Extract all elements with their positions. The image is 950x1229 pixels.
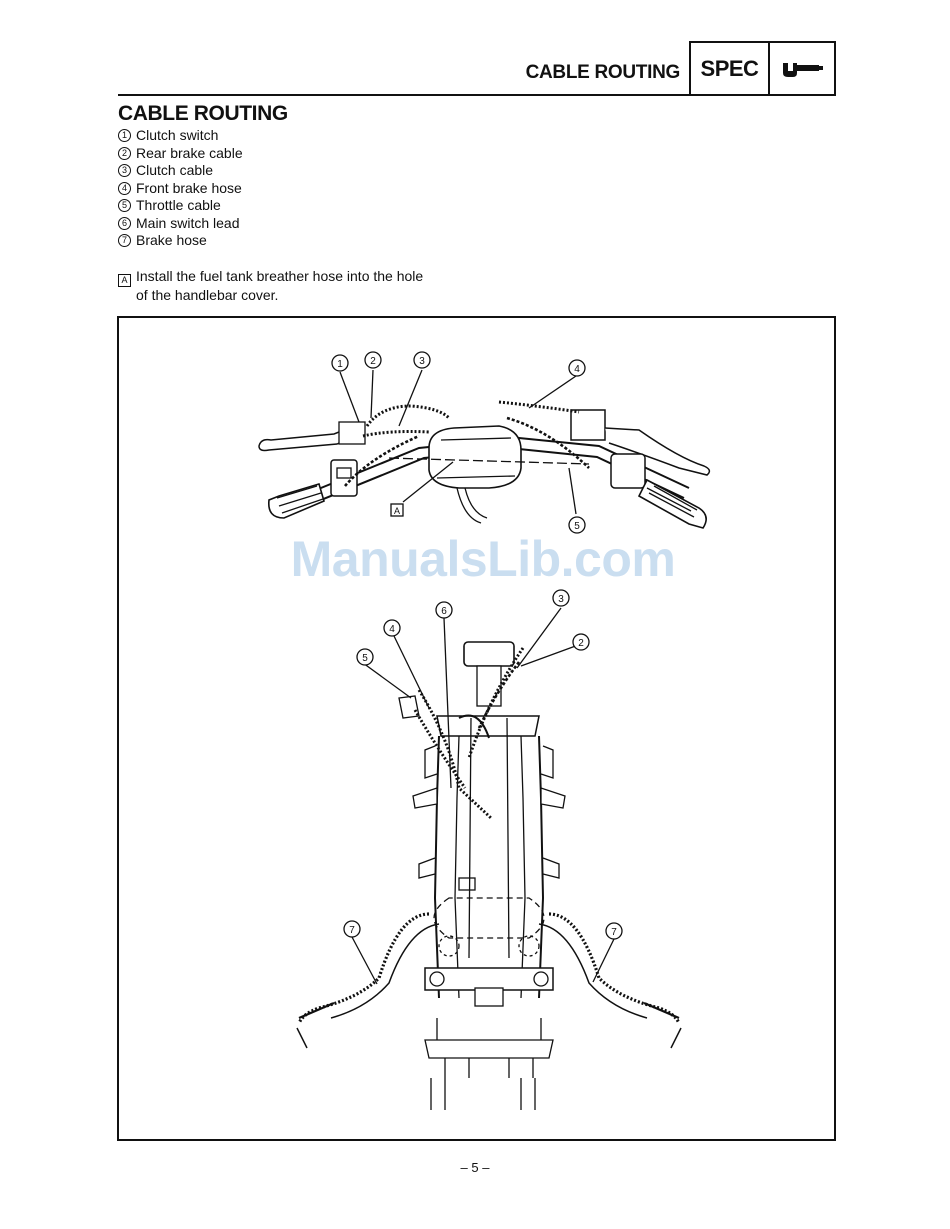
callout-7-left: 7 <box>344 921 360 937</box>
callout-7-right: 7 <box>606 923 622 939</box>
callout-4-frame: 4 <box>384 620 400 636</box>
svg-text:5: 5 <box>362 653 368 664</box>
legend-item: 2 Rear brake cable <box>118 145 243 163</box>
legend-number: 7 <box>118 234 131 247</box>
legend-item: 6 Main switch lead <box>118 215 243 233</box>
legend-item: 5 Throttle cable <box>118 197 243 215</box>
legend-label: Clutch switch <box>136 127 218 145</box>
svg-text:7: 7 <box>349 925 355 936</box>
legend-list: 1 Clutch switch 2 Rear brake cable 3 Clutch… <box>118 127 243 250</box>
watermark: ManualsLib.com <box>268 530 698 588</box>
callout-3: 3 <box>414 352 430 368</box>
note-mark: A <box>118 274 131 287</box>
callout-2-frame: 2 <box>573 634 589 650</box>
callout-2: 2 <box>365 352 381 368</box>
header-rule <box>118 94 690 96</box>
svg-text:6: 6 <box>441 606 447 617</box>
note-line-2: of the handlebar cover. <box>118 287 498 305</box>
cable-routing-figure: 1 2 3 4 5 A <box>117 316 836 1141</box>
svg-text:7: 7 <box>611 927 617 938</box>
svg-text:4: 4 <box>574 364 580 375</box>
handlebar-illustration <box>259 402 709 528</box>
callout-1: 1 <box>332 355 348 371</box>
callout-5-frame: 5 <box>357 649 373 665</box>
callout-3-frame: 3 <box>553 590 569 606</box>
legend-label: Clutch cable <box>136 162 213 180</box>
spec-badge: SPEC <box>689 41 836 96</box>
spec-label: SPEC <box>691 43 770 94</box>
callout-6: 6 <box>436 602 452 618</box>
svg-text:2: 2 <box>370 356 376 367</box>
svg-text:1: 1 <box>337 359 343 370</box>
header-title: CABLE ROUTING <box>500 62 680 84</box>
svg-text:3: 3 <box>419 356 425 367</box>
svg-text:2: 2 <box>578 638 584 649</box>
legend-number: 1 <box>118 129 131 142</box>
install-note: A Install the fuel tank breather hose int… <box>118 268 498 305</box>
legend-label: Front brake hose <box>136 180 242 198</box>
frame-illustration <box>297 642 681 1110</box>
legend-label: Rear brake cable <box>136 145 243 163</box>
svg-text:A: A <box>394 506 400 516</box>
wrench-icon <box>770 43 834 94</box>
legend-number: 3 <box>118 164 131 177</box>
legend-label: Main switch lead <box>136 215 240 233</box>
legend-label: Brake hose <box>136 232 207 250</box>
page-number: – 5 – <box>455 1160 495 1175</box>
legend-item: 3 Clutch cable <box>118 162 243 180</box>
legend-number: 4 <box>118 182 131 195</box>
legend-number: 6 <box>118 217 131 230</box>
callout-a: A <box>391 504 403 516</box>
callout-4: 4 <box>569 360 585 376</box>
svg-text:4: 4 <box>389 624 395 635</box>
legend-label: Throttle cable <box>136 197 221 215</box>
section-title: CABLE ROUTING <box>118 102 288 126</box>
legend-item: 4 Front brake hose <box>118 180 243 198</box>
right-grip-icon <box>639 480 706 528</box>
svg-text:3: 3 <box>558 594 564 605</box>
note-line-1: Install the fuel tank breather hose into… <box>136 268 423 284</box>
legend-number: 5 <box>118 199 131 212</box>
legend-item: 1 Clutch switch <box>118 127 243 145</box>
legend-item: 7 Brake hose <box>118 232 243 250</box>
legend-number: 2 <box>118 147 131 160</box>
